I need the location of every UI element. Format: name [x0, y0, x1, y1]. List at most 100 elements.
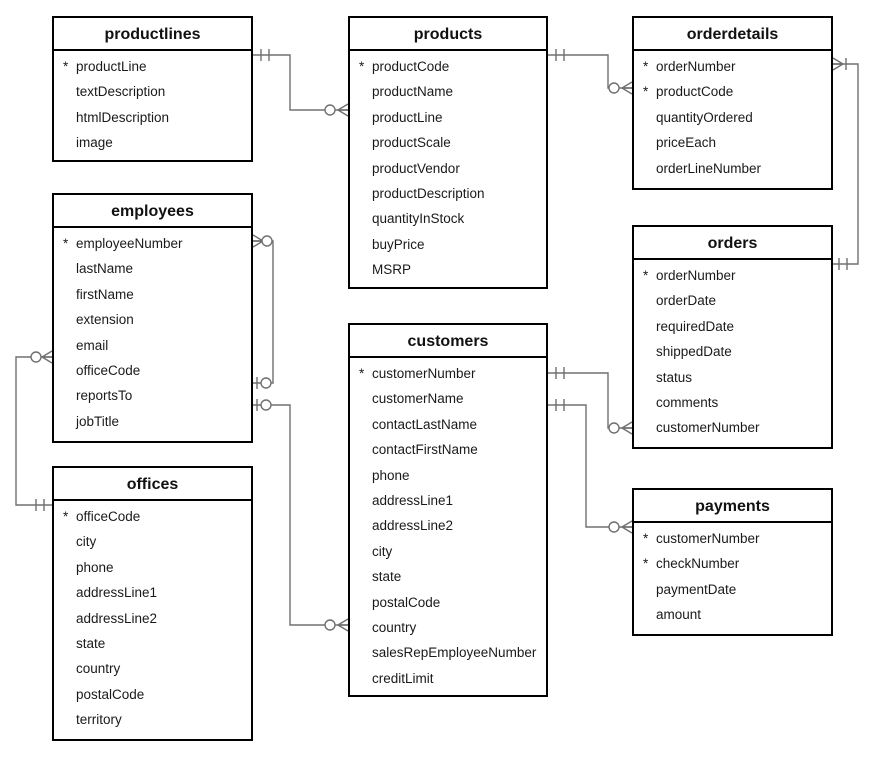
field-name: addressLine1	[372, 492, 454, 508]
field-row-customerNumber: *customerNumber	[350, 361, 546, 386]
field-name: email	[76, 337, 109, 353]
crow-foot-icon	[337, 103, 349, 117]
field-row-productCode: * productCode	[350, 54, 546, 79]
field-row-officeCode: *officeCode	[54, 504, 251, 529]
field-row-addressLine2: addressLine2	[54, 606, 251, 631]
field-row-status: status	[634, 365, 831, 390]
field-row-postalCode: postalCode	[350, 590, 546, 615]
field-row-state: state	[350, 564, 546, 589]
field-name: customerNumber	[656, 531, 760, 546]
field-name: customerNumber	[372, 366, 476, 381]
pk-asterisk: *	[359, 59, 365, 74]
field-name: checkNumber	[656, 556, 740, 572]
field-row-orderNumber: *orderNumber	[634, 263, 831, 288]
field-name: productCode	[372, 59, 450, 74]
field-row-comments: comments	[634, 390, 831, 415]
crow-foot-icon	[337, 618, 349, 632]
field-row-orderDate: orderDate	[634, 288, 831, 313]
field-row-image: image	[54, 130, 251, 155]
field-row-addressLine1: addressLine1	[54, 580, 251, 605]
zero-marker	[260, 377, 272, 389]
entity-title: productlines	[54, 18, 251, 51]
field-name: paymentDate	[656, 581, 737, 597]
crow-foot-icon	[621, 81, 633, 95]
crow-foot-icon	[832, 57, 844, 71]
field-name: jobTitle	[76, 413, 120, 429]
field-row-email: email	[54, 333, 251, 358]
field-row-firstName: firstName	[54, 282, 251, 307]
zero-marker	[608, 82, 620, 94]
crow-foot-icon	[41, 350, 53, 364]
field-name: salesRepEmployeeNumber	[372, 645, 537, 661]
field-row-city: city	[54, 529, 251, 554]
entity-title: orders	[634, 227, 831, 260]
field-name: employeeNumber	[76, 236, 183, 251]
field-name: reportsTo	[76, 388, 133, 404]
field-row-quantityInStock: quantityInStock	[350, 206, 546, 231]
field-row-phone: phone	[54, 555, 251, 580]
field-name: lastName	[76, 261, 134, 277]
field-row-addressLine2: addressLine2	[350, 513, 546, 538]
field-name: productCode	[656, 84, 734, 100]
entity-title: offices	[54, 468, 251, 501]
field-row-shippedDate: shippedDate	[634, 339, 831, 364]
field-row-productVendor: productVendor	[350, 156, 546, 181]
field-name: productLine	[372, 109, 443, 125]
one-marker	[838, 258, 848, 270]
field-row-productLine: productLine	[350, 105, 546, 130]
field-row-salesRepEmployeeNumber: salesRepEmployeeNumber	[350, 640, 546, 665]
field-name: productScale	[372, 135, 451, 151]
field-name: shippedDate	[656, 344, 732, 360]
field-name: MSRP	[372, 262, 412, 278]
pk-asterisk: *	[643, 59, 649, 74]
field-name: state	[76, 635, 106, 651]
field-row-htmlDescription: htmlDescription	[54, 105, 251, 130]
one-marker	[555, 49, 565, 61]
field-name: city	[76, 534, 97, 550]
entity-title: payments	[634, 490, 831, 523]
field-name: addressLine2	[372, 518, 454, 534]
zero-marker	[30, 351, 42, 363]
field-row-productLine: *productLine	[54, 54, 251, 79]
entity-field-list: *officeCode city phone addressLine1 addressL…	[54, 501, 251, 733]
field-row-addressLine1: addressLine1	[350, 488, 546, 513]
crow-foot-icon	[621, 520, 633, 534]
pk-asterisk: *	[643, 84, 649, 100]
field-row-territory: territory	[54, 707, 251, 732]
field-name: textDescription	[76, 84, 166, 100]
field-row-city: city	[350, 539, 546, 564]
field-name: buyPrice	[372, 236, 425, 252]
one-marker	[35, 499, 45, 511]
field-name: image	[76, 135, 113, 151]
field-row-contactFirstName: contactFirstName	[350, 437, 546, 462]
field-row-state: state	[54, 631, 251, 656]
field-name: country	[372, 619, 417, 635]
field-name: productName	[372, 84, 454, 100]
field-row-officeCode: officeCode	[54, 358, 251, 383]
field-name: postalCode	[372, 594, 441, 610]
entity-title: products	[350, 18, 546, 51]
zero-marker	[608, 521, 620, 533]
field-name: firstName	[76, 286, 134, 302]
pk-asterisk: *	[63, 509, 69, 524]
field-name: state	[372, 569, 402, 585]
field-row-paymentDate: paymentDate	[634, 577, 831, 602]
field-name: contactLastName	[372, 416, 478, 432]
field-name: orderNumber	[656, 268, 736, 283]
field-name: addressLine2	[76, 610, 158, 626]
entity-offices: offices *officeCode city phone addressLine1…	[52, 466, 253, 741]
one-marker	[260, 49, 270, 61]
field-name: status	[656, 369, 693, 385]
field-name: quantityInStock	[372, 211, 465, 227]
field-name: phone	[76, 559, 114, 575]
field-name: contactFirstName	[372, 442, 478, 458]
one-marker	[555, 367, 565, 379]
field-row-checkNumber: *checkNumber	[634, 551, 831, 576]
